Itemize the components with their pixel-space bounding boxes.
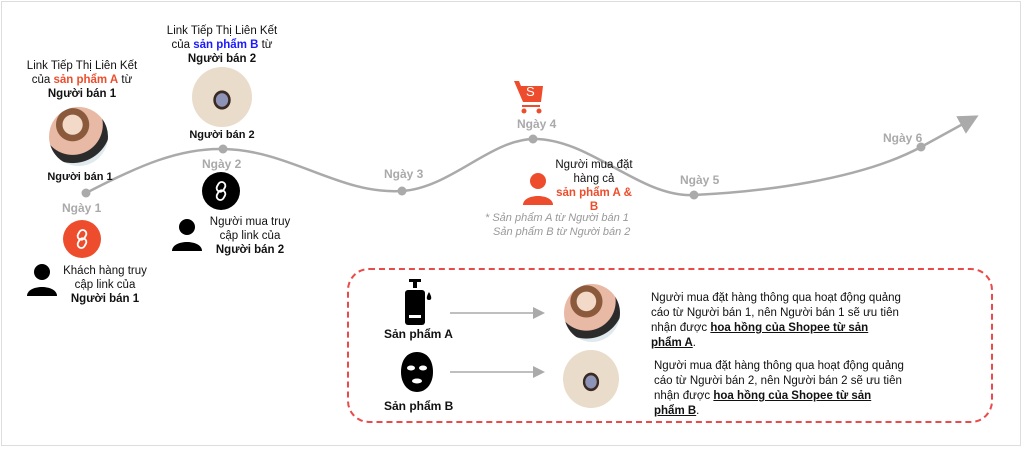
seller2-avatar	[192, 67, 252, 127]
summary-box	[347, 268, 993, 423]
day-2-dot	[218, 144, 228, 154]
arrows	[450, 307, 545, 378]
seller2-link-caption: Link Tiếp Thị Liên Kết của sản phẩm B từ…	[166, 25, 278, 65]
seller1-label: Người bán 1	[47, 171, 113, 183]
link-icon	[63, 220, 101, 258]
customer-icon	[27, 264, 57, 296]
day-6-label: Ngày 6	[883, 131, 923, 145]
product-a-label: Sản phẩm A	[384, 327, 453, 341]
bottle-icon	[405, 279, 432, 325]
product-b-label: Sản phẩm B	[384, 399, 454, 413]
seller1-link-caption: Link Tiếp Thị Liên Kết của sản phẩm A từ…	[26, 60, 138, 100]
day-1-label: Ngày 1	[62, 201, 102, 215]
day-3-dot	[397, 186, 407, 196]
buyer-icon	[172, 219, 202, 251]
link-icon	[202, 172, 240, 210]
day-3-label: Ngày 3	[384, 167, 424, 181]
day-1-dot	[81, 188, 91, 198]
day-5-dot	[689, 190, 699, 200]
seller1-avatar	[49, 107, 108, 166]
summary-a-text: Người mua đặt hàng thông qua hoạt động q…	[651, 292, 901, 349]
summary-b-text: Người mua đặt hàng thông qua hoạt động q…	[654, 360, 904, 417]
seller2-label: Người bán 2	[189, 129, 255, 141]
seller1-avatar	[564, 284, 620, 342]
shopee-cart-icon: S	[512, 78, 548, 114]
buyer-icon	[523, 173, 553, 205]
order-note: * Sản phẩm A từ Người bán 1 Sản phẩm B t…	[485, 212, 631, 238]
day-4-label: Ngày 4	[517, 117, 557, 131]
seller2-avatar	[563, 350, 619, 408]
day-6-dot	[916, 142, 926, 152]
day-4-dot	[528, 134, 538, 144]
face-mask-icon	[401, 352, 433, 392]
day-5-label: Ngày 5	[680, 173, 720, 187]
day-2-label: Ngày 2	[202, 157, 242, 171]
